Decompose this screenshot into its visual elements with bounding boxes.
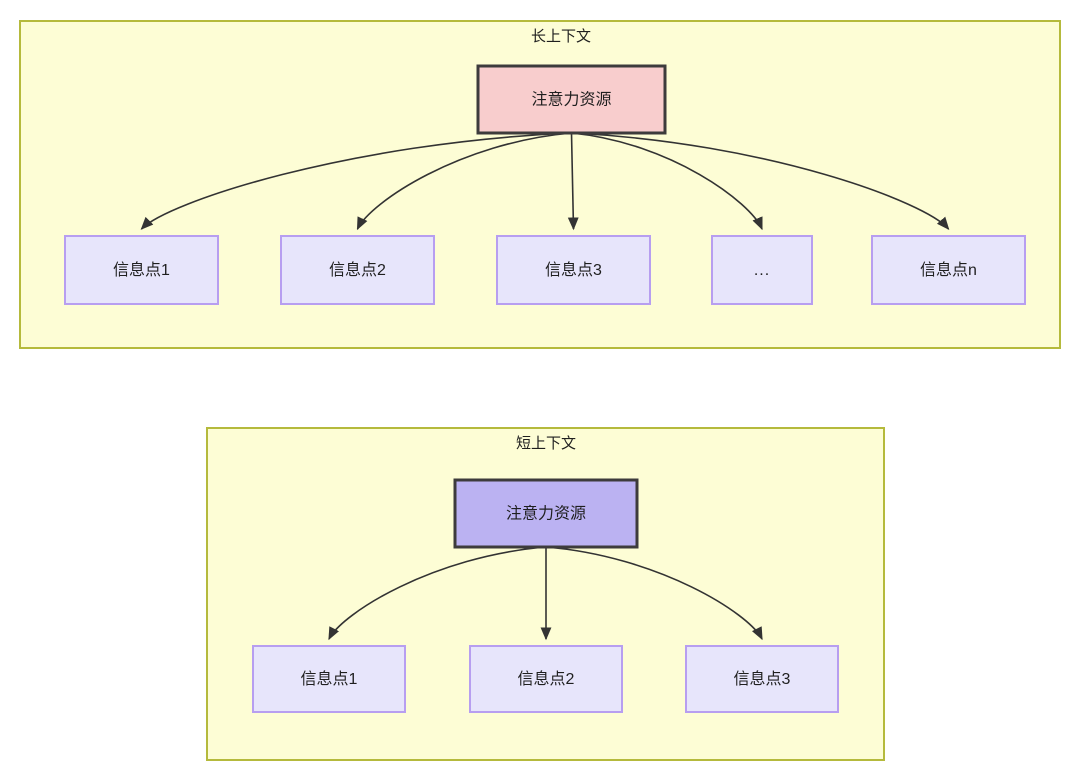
node-attention-short-rect[interactable] [453,478,639,549]
node-info-s2[interactable]: 信息点2 [469,645,623,713]
edge-group-short-context [328,546,763,641]
node-info-s2-rect[interactable] [469,645,623,713]
edge-attention-long-to-info-3 [567,132,579,231]
node-info-s1[interactable]: 信息点1 [252,645,406,713]
node-info-1-label: 信息点1 [113,261,170,279]
node-info-n[interactable]: 信息点n [871,235,1026,305]
edge-attention-short-to-info-s3 [545,546,763,641]
panel-short-context-title: 短上下文 [516,435,576,452]
node-info-s3[interactable]: 信息点3 [685,645,839,713]
edge-group-long-context [140,132,950,231]
node-info-2[interactable]: 信息点2 [280,235,435,305]
node-info-2-label: 信息点2 [329,261,386,279]
node-info-s3-label: 信息点3 [734,670,791,688]
node-info-s1-rect[interactable] [252,645,406,713]
edge-attention-long-to-info-ellipsis [571,132,763,231]
node-info-n-rect[interactable] [871,235,1026,305]
node-attention-short-label: 注意力资源 [506,504,586,523]
node-info-ellipsis-rect[interactable] [711,235,813,305]
node-info-2-rect[interactable] [280,235,435,305]
node-info-3-label: 信息点3 [545,261,602,279]
node-info-s3-rect[interactable] [685,645,839,713]
node-attention-short[interactable]: 注意力资源 [453,478,639,549]
node-info-ellipsis-label: ... [754,262,770,279]
edge-attention-long-to-info-2 [356,132,572,231]
node-info-s2-label: 信息点2 [518,670,575,688]
edge-attention-long-to-info-1 [140,132,572,230]
node-info-3-rect[interactable] [496,235,651,305]
node-info-1-rect[interactable] [64,235,219,305]
node-attention-long[interactable]: 注意力资源 [476,64,667,135]
node-attention-long-rect[interactable] [476,64,667,135]
node-info-1[interactable]: 信息点1 [64,235,219,305]
node-info-s1-label: 信息点1 [301,670,358,688]
node-attention-long-label: 注意力资源 [531,90,611,109]
node-info-n-label: 信息点n [920,261,977,279]
panel-long-context-title: 长上下文 [531,28,591,45]
node-info-ellipsis[interactable]: ... [711,235,813,305]
edge-attention-long-to-info-n [571,132,950,230]
node-info-3[interactable]: 信息点3 [496,235,651,305]
edge-attention-short-to-info-s1 [328,546,547,641]
